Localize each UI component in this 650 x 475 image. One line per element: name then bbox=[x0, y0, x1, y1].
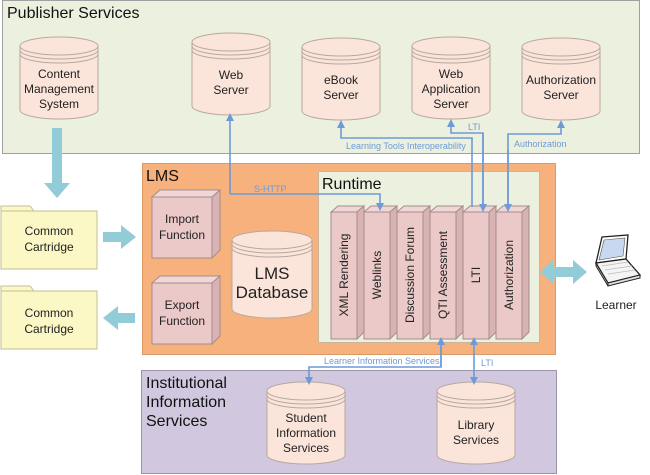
module-shape bbox=[462, 205, 497, 340]
lms-title: LMS bbox=[146, 168, 179, 185]
cartridge-label: Common Cartridge bbox=[24, 224, 74, 254]
cylinder-shape bbox=[231, 230, 313, 319]
folder-icon bbox=[0, 285, 98, 350]
library-label: Library Services bbox=[452, 418, 499, 447]
learner[interactable]: Learner bbox=[586, 233, 646, 313]
learner-info-label: Learner Information Services bbox=[324, 356, 440, 366]
runtime-module-label: XML Rendering bbox=[337, 233, 351, 317]
cartridge-folder-export[interactable]: Common Cartridge bbox=[0, 282, 98, 350]
cartridge-to-import-arrow bbox=[103, 225, 136, 249]
box-shape bbox=[151, 275, 221, 345]
runtime-module-label: Authorization bbox=[502, 239, 516, 311]
runtime-module-label: QTI Assessment bbox=[436, 230, 450, 320]
authorization-label: Authorization bbox=[514, 139, 567, 149]
cylinder-shape bbox=[191, 32, 271, 116]
module-shape bbox=[495, 205, 530, 340]
module-shape bbox=[363, 205, 398, 340]
import-function-label: Import Function bbox=[158, 212, 206, 242]
cartridge-folder-import[interactable]: Common Cartridge bbox=[0, 202, 98, 270]
authorization-server-label: Authorization Server bbox=[525, 73, 597, 102]
module-shape bbox=[330, 205, 365, 340]
export-function-box[interactable]: Export Function bbox=[151, 275, 221, 345]
lms-database-label: LMS Database bbox=[235, 264, 309, 302]
runtime-module-lti[interactable]: LTI bbox=[462, 205, 497, 340]
box-shape bbox=[151, 189, 221, 259]
student-info-label: Student Information Services bbox=[275, 411, 337, 455]
cms-cylinder[interactable]: Content Management System bbox=[19, 36, 99, 121]
cylinder-shape bbox=[266, 381, 346, 465]
student-info-cylinder[interactable]: Student Information Services bbox=[266, 381, 346, 466]
runtime-module-discussion-forum[interactable]: Discussion Forum bbox=[396, 205, 431, 340]
ebook-server-cylinder[interactable]: eBook Server bbox=[301, 37, 381, 122]
cylinder-shape bbox=[19, 36, 99, 120]
runtime-module-label: LTI bbox=[469, 266, 483, 284]
runtime-module-xml-rendering[interactable]: XML Rendering bbox=[330, 205, 365, 340]
export-function-label: Export Function bbox=[158, 298, 206, 328]
export-to-cartridge-arrow bbox=[103, 306, 135, 330]
runtime-title: Runtime bbox=[322, 176, 382, 193]
runtime-module-weblinks[interactable]: Weblinks bbox=[363, 205, 398, 340]
lti-tools-label: Learning Tools Interoperability bbox=[346, 141, 466, 151]
s-http-label: S-HTTP bbox=[254, 184, 287, 194]
cartridge-label: Common Cartridge bbox=[24, 306, 74, 336]
ebook-server-label: eBook Server bbox=[323, 73, 359, 102]
lms-database-cylinder[interactable]: LMS Database bbox=[231, 230, 313, 320]
folder-icon bbox=[0, 205, 98, 270]
runtime-module-qti-assessment[interactable]: QTI Assessment bbox=[429, 205, 464, 340]
cms-label: Content Management System bbox=[23, 67, 95, 111]
cylinder-shape bbox=[411, 36, 491, 120]
runtime-module-authorization[interactable]: Authorization bbox=[495, 205, 530, 340]
web-app-server-label: Web Application Server bbox=[421, 67, 481, 111]
runtime-module-label: Weblinks bbox=[370, 250, 384, 300]
laptop-icon bbox=[594, 234, 642, 287]
runtime-module-label: Discussion Forum bbox=[403, 226, 417, 324]
web-app-server-cylinder[interactable]: Web Application Server bbox=[411, 36, 491, 121]
institutional-title: Institutional Information Services bbox=[146, 375, 227, 430]
module-shape bbox=[429, 205, 464, 340]
authorization-server-cylinder[interactable]: Authorization Server bbox=[521, 37, 601, 122]
learner-label: Learner bbox=[595, 298, 637, 312]
lti-bottom-label: LTI bbox=[481, 358, 494, 368]
library-cylinder[interactable]: Library Services bbox=[436, 381, 516, 466]
lti-top-label: LTI bbox=[468, 122, 481, 132]
module-shape bbox=[396, 205, 431, 340]
web-server-label: Web Server bbox=[213, 68, 249, 97]
import-function-box[interactable]: Import Function bbox=[151, 189, 221, 259]
cylinder-shape bbox=[521, 37, 601, 121]
publisher-services-title: Publisher Services bbox=[7, 5, 140, 22]
web-server-cylinder[interactable]: Web Server bbox=[191, 32, 271, 117]
cylinder-shape bbox=[436, 381, 516, 465]
